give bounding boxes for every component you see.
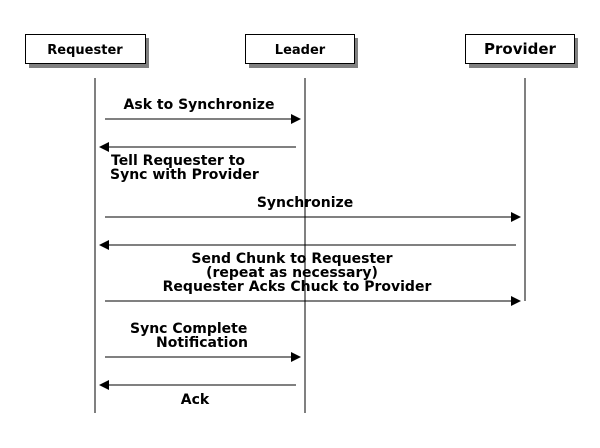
send-chunk-label-line1: Send Chunk to Requester [191, 251, 392, 267]
tell-requester-label-line1: Tell Requester to [111, 153, 245, 169]
send-chunk-label-line2: (repeat as necessary) [206, 265, 378, 281]
leader-actor-box [245, 34, 355, 64]
sync-complete-label-line1: Sync Complete [130, 321, 247, 337]
requester-actor: Requester [25, 34, 149, 68]
ask-sync-label: Ask to Synchronize [124, 97, 275, 113]
leader-actor: Leader [245, 34, 358, 68]
sync-complete-label-line2: Notification [156, 335, 248, 351]
provider-actor-label: Provider [484, 40, 557, 58]
synchronize-label: Synchronize [257, 195, 353, 211]
tell-requester-label-line2: Sync with Provider [110, 167, 259, 183]
provider-actor: Provider [465, 34, 578, 68]
leader-actor-label: Leader [275, 43, 326, 58]
requester-actor-label: Requester [47, 43, 123, 58]
provider-actor-box [465, 34, 575, 64]
requester-actor-box [25, 34, 146, 64]
ack-label: Ack [181, 392, 210, 408]
requester-acks-label: Requester Acks Chuck to Provider [163, 279, 432, 295]
